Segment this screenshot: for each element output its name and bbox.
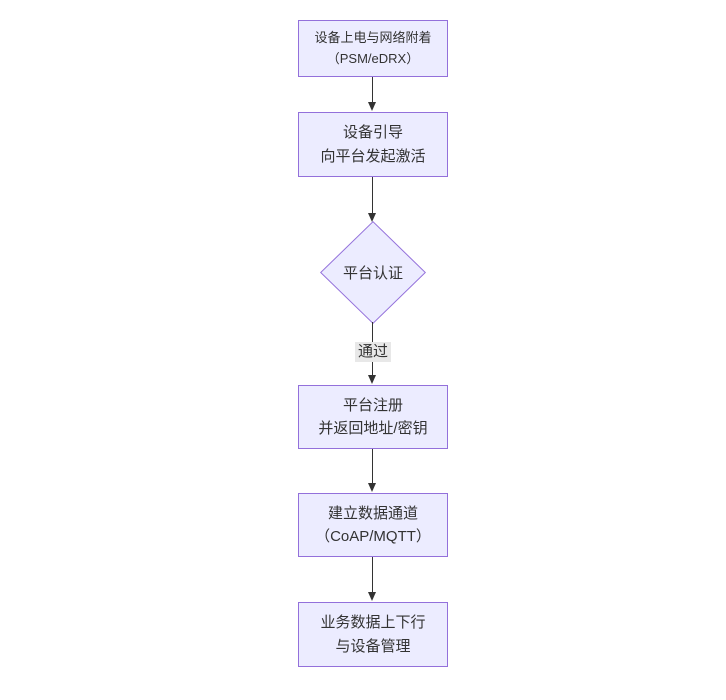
arrowhead-down-icon <box>368 102 376 111</box>
node-business-data-management: 业务数据上下行 与设备管理 <box>298 602 448 667</box>
node-line: （PSM/eDRX） <box>326 50 420 66</box>
node-line: 并返回地址/密钥 <box>318 420 428 437</box>
edge-label-pass: 通过 <box>354 342 392 362</box>
arrow-line <box>372 77 373 103</box>
node-line: 平台认证 <box>342 265 403 282</box>
arrow-line <box>372 557 373 593</box>
arrowhead-down-icon <box>368 213 376 222</box>
flow-arrow <box>367 77 378 111</box>
flow-arrow <box>367 449 378 492</box>
arrowhead-down-icon <box>368 592 376 601</box>
diamond-shape <box>320 221 426 324</box>
node-line: 平台注册 <box>342 396 403 414</box>
node-data-channel: 建立数据通道 （CoAP/MQTT） <box>298 493 448 557</box>
node-line: 业务数据上下行 <box>320 614 426 632</box>
flow-arrow <box>367 557 378 601</box>
node-line: 建立数据通道 <box>327 504 418 522</box>
arrowhead-down-icon <box>368 375 376 384</box>
node-line: 设备上电与网络附着 <box>314 29 432 45</box>
node-line: （CoAP/MQTT） <box>315 528 431 545</box>
node-power-network-attach: 设备上电与网络附着 （PSM/eDRX） <box>298 20 448 77</box>
arrow-line <box>372 449 373 484</box>
node-device-bootstrap: 设备引导 向平台发起激活 <box>298 112 448 177</box>
flow-arrow <box>367 177 378 222</box>
node-line: 与设备管理 <box>335 637 411 655</box>
decision-platform-auth: 平台认证 <box>320 221 426 324</box>
arrowhead-down-icon <box>368 483 376 492</box>
node-line: 设备引导 <box>342 124 403 142</box>
node-platform-register: 平台注册 并返回地址/密钥 <box>298 385 448 449</box>
node-line: 向平台发起激活 <box>320 147 426 165</box>
arrow-line <box>372 177 373 214</box>
